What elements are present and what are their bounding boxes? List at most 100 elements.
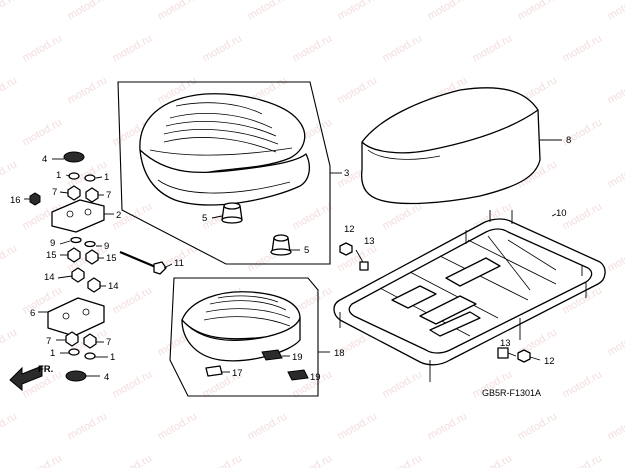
clip-19-lower bbox=[287, 369, 309, 381]
solo-seat bbox=[181, 291, 301, 362]
callout-7-upper-left: 7 bbox=[52, 187, 57, 198]
bolt-16 bbox=[24, 192, 41, 206]
callout-17: 17 bbox=[232, 368, 243, 379]
nut-7-upper bbox=[67, 185, 99, 203]
rubber-cushion-lower bbox=[270, 234, 300, 256]
callout-6: 6 bbox=[30, 308, 35, 319]
watermark-text: motod.ru bbox=[291, 200, 335, 232]
watermark-text: motod.ru bbox=[66, 74, 110, 106]
callout-5-upper: 5 bbox=[202, 213, 207, 224]
watermark-text: motod.ru bbox=[201, 452, 245, 468]
bracket-lower bbox=[38, 297, 105, 337]
watermark-text: motod.ru bbox=[111, 452, 155, 468]
watermark-text: motod.ru bbox=[426, 0, 470, 23]
callout-1-upper-left: 1 bbox=[56, 170, 61, 181]
callout-9-right: 9 bbox=[104, 241, 109, 252]
watermark-text: motod.ru bbox=[606, 0, 625, 23]
luggage-rack bbox=[333, 210, 606, 382]
callout-1-lower-right: 1 bbox=[110, 352, 115, 363]
pillion-pad bbox=[360, 87, 562, 205]
front-direction-arrow: FR. bbox=[9, 364, 53, 392]
callout-15-right: 15 bbox=[106, 253, 117, 264]
solo-seat-box bbox=[169, 277, 330, 397]
nut-7-lower bbox=[65, 331, 97, 349]
callout-10: 10 bbox=[556, 208, 567, 219]
callout-12-upper: 12 bbox=[344, 224, 355, 235]
rack-bolt-upper bbox=[355, 249, 369, 271]
nut-14 bbox=[71, 267, 101, 293]
watermark-text: motod.ru bbox=[381, 32, 425, 64]
rack-bolt-lower bbox=[497, 347, 517, 359]
cap-lower bbox=[65, 370, 100, 382]
watermark-text: motod.ru bbox=[561, 200, 605, 232]
watermark-text: motod.ru bbox=[291, 32, 335, 64]
callout-19-lower: 19 bbox=[310, 372, 321, 383]
callout-1-upper-right: 1 bbox=[104, 172, 109, 183]
rack-nut-lower bbox=[517, 349, 541, 363]
callout-14-left: 14 bbox=[44, 272, 55, 283]
watermark-text: motod.ru bbox=[246, 0, 290, 23]
watermark-text: motod.ru bbox=[66, 0, 110, 23]
watermark-text: motod.ru bbox=[156, 410, 200, 442]
watermark-text: motod.ru bbox=[606, 74, 625, 106]
callout-12-lower: 12 bbox=[544, 356, 555, 367]
callout-4-upper: 4 bbox=[42, 154, 47, 165]
nut-1-lower bbox=[68, 348, 96, 360]
watermark-text: motod.ru bbox=[156, 0, 200, 23]
rack-nut-upper bbox=[339, 242, 353, 256]
callout-3: 3 bbox=[344, 168, 349, 179]
callout-14-right: 14 bbox=[108, 281, 119, 292]
callout-2: 2 bbox=[116, 210, 121, 221]
watermark-text: motod.ru bbox=[606, 410, 625, 442]
watermark-text: motod.ru bbox=[246, 410, 290, 442]
watermark-text: motod.ru bbox=[0, 0, 19, 23]
callout-7-upper-right: 7 bbox=[106, 190, 111, 201]
watermark-text: motod.ru bbox=[561, 32, 605, 64]
watermark-text: motod.ru bbox=[21, 32, 65, 64]
callout-16: 16 bbox=[10, 195, 21, 206]
callout-5-lower: 5 bbox=[304, 245, 309, 256]
callout-1-lower-left: 1 bbox=[50, 348, 55, 359]
callout-13-lower: 13 bbox=[500, 338, 511, 349]
seat-assembly-box bbox=[117, 81, 342, 265]
main-seat bbox=[139, 93, 311, 206]
watermark-text: motod.ru bbox=[561, 452, 605, 468]
long-bolt-11 bbox=[119, 250, 173, 275]
bracket-upper bbox=[51, 199, 114, 233]
front-label: FR. bbox=[38, 364, 53, 375]
watermark-text: motod.ru bbox=[111, 368, 155, 400]
callout-11: 11 bbox=[174, 258, 184, 269]
callout-15-left: 15 bbox=[46, 250, 57, 261]
callout-18: 18 bbox=[334, 348, 345, 359]
watermark-text: motod.ru bbox=[201, 32, 245, 64]
washer-9 bbox=[70, 236, 96, 248]
watermark-text: motod.ru bbox=[381, 368, 425, 400]
watermark-text: motod.ru bbox=[0, 326, 19, 358]
watermark-text: motod.ru bbox=[336, 410, 380, 442]
callout-4-lower: 4 bbox=[104, 372, 109, 383]
watermark-text: motod.ru bbox=[381, 452, 425, 468]
watermark-text: motod.ru bbox=[471, 452, 515, 468]
callout-7-lower-right: 7 bbox=[106, 337, 111, 348]
watermark-text: motod.ru bbox=[561, 368, 605, 400]
watermark-text: motod.ru bbox=[381, 200, 425, 232]
watermark-text: motod.ru bbox=[21, 116, 65, 148]
watermark-text: motod.ru bbox=[606, 326, 625, 358]
watermark-text: motod.ru bbox=[0, 242, 19, 274]
rubber-cushion-upper bbox=[211, 202, 243, 224]
callout-7-lower-left: 7 bbox=[46, 336, 51, 347]
watermark-text: motod.ru bbox=[426, 410, 470, 442]
watermark-text: motod.ru bbox=[21, 452, 65, 468]
watermark-text: motod.ru bbox=[336, 74, 380, 106]
clip-19-upper bbox=[261, 349, 290, 361]
watermark-text: motod.ru bbox=[66, 410, 110, 442]
watermark-text: motod.ru bbox=[516, 410, 560, 442]
callout-8: 8 bbox=[566, 135, 571, 146]
watermark-text: motod.ru bbox=[516, 0, 560, 23]
callout-13-upper: 13 bbox=[364, 236, 375, 247]
callout-19-upper: 19 bbox=[292, 352, 303, 363]
watermark-text: motod.ru bbox=[0, 74, 19, 106]
diagram-code: GB5R-F1301A bbox=[482, 388, 541, 398]
watermark-text: motod.ru bbox=[606, 158, 625, 190]
